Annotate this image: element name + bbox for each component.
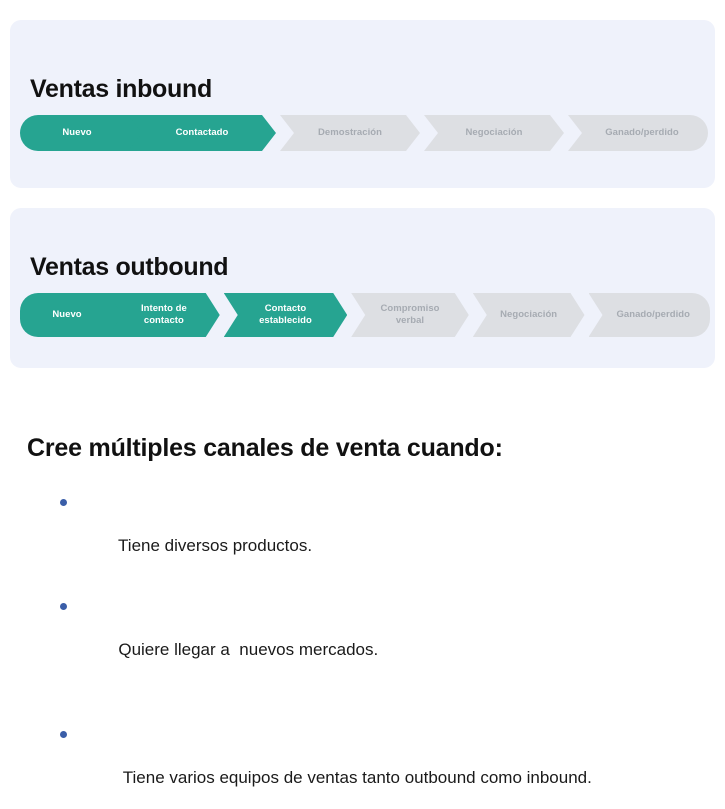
- list-item: Tiene diversos productos.: [60, 492, 710, 577]
- pipeline-stage-outbound-contacto-establecido[interactable]: Contacto establecido: [224, 293, 347, 337]
- pipeline-stage-inbound-nuevo[interactable]: Nuevo: [20, 115, 152, 151]
- pipeline-stage-inbound-demostracion[interactable]: Demostración: [280, 115, 420, 151]
- pipeline-stage-outbound-compromiso-verbal[interactable]: Compromiso verbal: [351, 293, 469, 337]
- bullet-list: Tiene diversos productos. Quiere llegar …: [60, 492, 710, 809]
- stage-label: Negociación: [500, 309, 558, 321]
- pipeline-title-outbound: Ventas outbound: [30, 253, 229, 281]
- stage-label: Ganado/perdido: [605, 127, 679, 139]
- pipeline-stage-outbound-negociacion[interactable]: Negociación: [473, 293, 585, 337]
- pipeline-panel-inbound: Ventas inbound Nuevo Contactado Demostra…: [10, 20, 715, 188]
- stage-label: Negociación: [465, 127, 523, 139]
- pipeline-stage-inbound-negociacion[interactable]: Negociación: [424, 115, 564, 151]
- list-item-label: Tiene varios equipos de ventas tanto out…: [118, 767, 592, 787]
- stage-label: Nuevo: [52, 309, 82, 321]
- pipeline-panel-outbound: Ventas outbound Nuevo Intento de contact…: [10, 208, 715, 368]
- stage-label: Intento de contacto: [140, 303, 187, 326]
- bullet-dot-icon: [60, 499, 67, 506]
- pipeline-stages-outbound: Nuevo Intento de contacto Contacto estab…: [20, 293, 710, 337]
- stage-label: Contactado: [175, 127, 229, 139]
- bullet-dot-icon: [60, 731, 67, 738]
- pipeline-title-inbound: Ventas inbound: [30, 75, 212, 103]
- slide-root: Ventas inbound Nuevo Contactado Demostra…: [10, 20, 715, 787]
- pipeline-stage-outbound-nuevo[interactable]: Nuevo: [20, 293, 133, 337]
- pipeline-stage-outbound-ganado-perdido[interactable]: Ganado/perdido: [588, 293, 710, 337]
- list-item: Quiere llegar a nuevos mercados.: [60, 596, 710, 681]
- stage-label: Contacto establecido: [259, 303, 312, 326]
- stage-label: Nuevo: [62, 127, 92, 139]
- pipeline-stages-inbound: Nuevo Contactado Demostración Negociació…: [20, 115, 710, 151]
- bullet-dot-icon: [60, 603, 67, 610]
- stage-label: Compromiso verbal: [380, 303, 440, 326]
- list-item: Tiene varios equipos de ventas tanto out…: [60, 724, 710, 809]
- content-heading: Cree múltiples canales de venta cuando:: [27, 434, 503, 462]
- pipeline-stage-inbound-contactado[interactable]: Contactado: [128, 115, 276, 151]
- stage-label: Ganado/perdido: [616, 309, 691, 321]
- stage-label: Demostración: [318, 127, 382, 139]
- pipeline-stage-inbound-ganado-perdido[interactable]: Ganado/perdido: [568, 115, 708, 151]
- pipeline-stage-outbound-intento-de-contacto[interactable]: Intento de contacto: [108, 293, 220, 337]
- list-item-label: Tiene diversos productos.: [118, 535, 313, 555]
- list-item-label: Quiere llegar a nuevos mercados.: [118, 639, 379, 659]
